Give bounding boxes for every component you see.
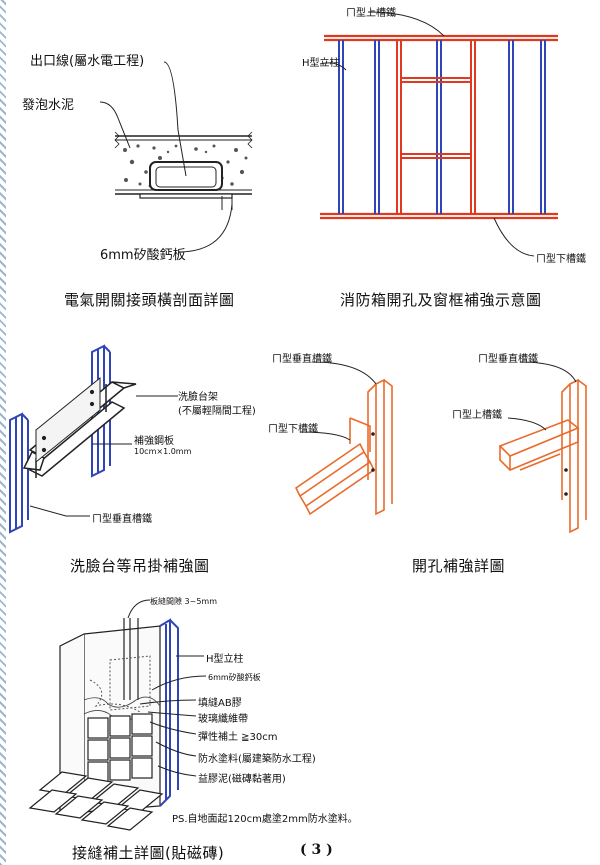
wall-tiles: [87, 713, 153, 783]
label-top-track: ㄇ型上槽鐵: [346, 8, 396, 19]
right-screws: [564, 468, 568, 496]
label-elastic-putty: 彈性補土 ≧30cm: [198, 732, 278, 743]
note-waterproof: PS.自地面起120cm處塗2mm防水塗料。: [172, 814, 358, 825]
label-board-gap: 板縫間隙 3~5mm: [150, 597, 218, 606]
label-foam-cement: 發泡水泥: [22, 98, 75, 113]
reinforcement-plate: [35, 376, 101, 464]
label-waterproof-coating: 防水塗料(屬建築防水工程): [198, 754, 316, 765]
label-vertical-channel-left: ㄇ型垂直槽鐵: [272, 354, 332, 365]
label-tile-adhesive: 益膠泥(磁磚黏著用): [198, 774, 286, 785]
floor-tiles: [28, 771, 164, 831]
figure1-leaders: [99, 61, 233, 253]
label-vertical-channel: ㄇ型垂直槽鐵: [92, 514, 152, 525]
joint-tape: [89, 655, 151, 713]
figure2-leaders: [319, 11, 535, 257]
label-bottom-track: ㄇ型下槽鐵: [536, 254, 586, 265]
label-board-thickness: 6mm矽酸鈣板: [208, 673, 261, 682]
right-top-channel: [498, 419, 580, 471]
label-top-channel: ㄇ型上槽鐵: [452, 410, 502, 421]
page-number: ( 3 ): [300, 842, 333, 858]
left-vertical-channel: [367, 378, 393, 516]
label-reinforcement-plate: 補強鋼板: [134, 436, 174, 447]
board-joint: [123, 618, 139, 700]
caption-opening-detail: 開孔補強詳圖: [412, 557, 506, 575]
caption-opening-frame: 消防箱開孔及窗框補強示意圖: [340, 291, 542, 309]
figure5-leaders: [127, 599, 207, 777]
caption-joint-filling: 接縫補土詳圖(貼磁磚): [72, 844, 225, 862]
caption-electrical-section: 電氣開關接頭橫剖面詳圖: [64, 291, 235, 309]
label-not-partition-work: (不屬輕隔間工程): [178, 406, 256, 417]
label-outlet-wire: 出口線(屬水電工程): [30, 54, 145, 69]
h-studs-blue: [338, 40, 546, 214]
bottom-track-red: [320, 212, 558, 220]
h-stud-blue: [159, 618, 179, 807]
label-vertical-channel-right: ㄇ型垂直槽鐵: [478, 354, 538, 365]
figure3-leaders: [29, 395, 178, 517]
label-basin-rack: 洗臉台架: [178, 392, 218, 403]
page-edge-pattern: [0, 0, 6, 865]
label-h-stud: H型立柱: [302, 58, 340, 69]
label-bottom-channel: ㄇ型下槽鐵: [268, 424, 318, 435]
opening-reinforcement-frame: [396, 40, 476, 214]
label-plate-size: 10cm×1.0mm: [134, 447, 192, 456]
caption-washbasin-reinforcement: 洗臉台等吊掛補強圖: [70, 557, 210, 575]
left-screws: [371, 432, 375, 472]
figure4-leaders: [299, 361, 577, 441]
label-calcium-board: 6mm矽酸鈣板: [100, 248, 186, 263]
label-h-stud-joint: H型立柱: [206, 654, 244, 665]
label-fiberglass-tape: 玻璃纖維帶: [198, 714, 248, 725]
label-ab-glue: 填縫AB膠: [198, 698, 242, 709]
